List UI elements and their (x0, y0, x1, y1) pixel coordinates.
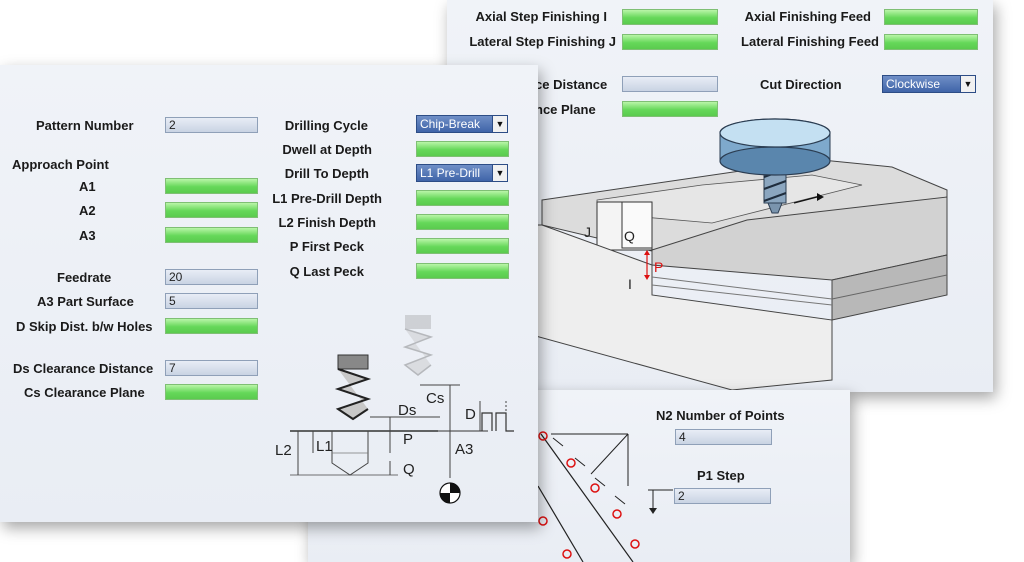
axial-step-finishing-input[interactable] (622, 9, 718, 25)
diagram-label-d: D (465, 406, 476, 423)
l1-pre-drill-depth-input[interactable] (416, 190, 509, 206)
axial-finishing-feed-input[interactable] (884, 9, 978, 25)
dwell-at-depth-label: Dwell at Depth (282, 142, 372, 157)
axial-finishing-feed-label: Axial Finishing Feed (744, 9, 871, 24)
pattern-diagram (537, 431, 673, 562)
drilling-cycle-select[interactable]: Chip-Break ▼ (416, 115, 508, 133)
a2-input[interactable] (165, 202, 258, 218)
a2-label: A2 (79, 203, 96, 218)
d-skip-distance-input[interactable] (165, 318, 258, 334)
p-first-peck-input[interactable] (416, 238, 509, 254)
cs-clearance-plane-input[interactable] (165, 384, 258, 400)
diagram-label-l2: L2 (275, 442, 292, 459)
cut-direction-select[interactable]: Clockwise ▼ (882, 75, 976, 93)
ds-clearance-distance-input[interactable]: 7 (165, 360, 258, 376)
a1-label: A1 (79, 179, 96, 194)
diagram-label-p: P (654, 259, 663, 275)
n2-number-of-points-label: N2 Number of Points (656, 408, 785, 423)
drill-to-depth-select[interactable]: L1 Pre-Drill ▼ (416, 164, 508, 182)
pattern-number-input[interactable]: 2 (165, 117, 258, 133)
drilling-panel: Pattern Number 2 Approach Point A1 A2 A3… (0, 65, 538, 522)
a1-input[interactable] (165, 178, 258, 194)
diagram-label-i: I (628, 276, 632, 292)
chevron-down-icon[interactable]: ▼ (960, 76, 975, 92)
lateral-finishing-feed-input[interactable] (884, 34, 978, 50)
lateral-finishing-feed-label: Lateral Finishing Feed (741, 34, 879, 49)
feedrate-input[interactable]: 20 (165, 269, 258, 285)
ds-clearance-distance-label: Ds Clearance Distance (13, 361, 154, 376)
cut-direction-label: Cut Direction (760, 77, 842, 92)
l1-pre-drill-depth-label: L1 Pre-Drill Depth (272, 191, 382, 206)
clearance-distance-label: ce Distance (535, 77, 608, 92)
drill-to-depth-label: Drill To Depth (284, 166, 369, 181)
d-skip-distance-label: D Skip Dist. b/w Holes (16, 319, 153, 334)
diagram-label-j: J (584, 224, 591, 240)
lateral-step-finishing-label: Lateral Step Finishing J (469, 34, 616, 49)
p1-step-label: P1 Step (697, 468, 745, 483)
l2-finish-depth-label: L2 Finish Depth (278, 215, 377, 230)
q-last-peck-label: Q Last Peck (289, 264, 364, 279)
chevron-down-icon[interactable]: ▼ (492, 116, 507, 132)
a3-part-surface-label: A3 Part Surface (37, 294, 134, 309)
diagram-label-l1: L1 (316, 438, 333, 455)
a3-label: A3 (79, 228, 96, 243)
clearance-distance-input[interactable] (622, 76, 718, 92)
n2-number-of-points-input[interactable]: 4 (675, 429, 772, 445)
axial-step-finishing-label: Axial Step Finishing I (475, 9, 607, 24)
drilling-diagram: Cs Ds D L2 L1 P Q A3 (275, 315, 514, 504)
diagram-label-cs: Cs (426, 390, 444, 407)
clearance-plane-input[interactable] (622, 101, 718, 117)
chevron-down-icon[interactable]: ▼ (492, 165, 507, 181)
diagram-label-ds: Ds (398, 402, 416, 419)
l2-finish-depth-input[interactable] (416, 214, 509, 230)
diagram-label-q: Q (403, 461, 415, 478)
p-first-peck-label: P First Peck (289, 239, 364, 254)
finishing-panel: Axial Step Finishing I Axial Finishing F… (447, 0, 993, 392)
diagram-label-q: Q (624, 228, 635, 244)
diagram-label-a3: A3 (455, 441, 473, 458)
cs-clearance-plane-label: Cs Clearance Plane (24, 385, 145, 400)
approach-point-label: Approach Point (12, 157, 109, 172)
cut-direction-value: Clockwise (886, 77, 941, 91)
drill-to-depth-value: L1 Pre-Drill (420, 166, 481, 180)
feedrate-label: Feedrate (57, 270, 112, 285)
a3-part-surface-input[interactable]: 5 (165, 293, 258, 309)
clearance-plane-label: nce Plane (535, 102, 596, 117)
dwell-at-depth-input[interactable] (416, 141, 509, 157)
milling-diagram: J Q P I (532, 118, 948, 390)
diagram-label-p: P (403, 431, 413, 448)
p1-step-input[interactable]: 2 (674, 488, 771, 504)
pattern-number-label: Pattern Number (36, 118, 134, 133)
drilling-cycle-label: Drilling Cycle (284, 118, 368, 133)
q-last-peck-input[interactable] (416, 263, 509, 279)
lateral-step-finishing-input[interactable] (622, 34, 718, 50)
a3-input[interactable] (165, 227, 258, 243)
drilling-cycle-value: Chip-Break (420, 117, 481, 131)
